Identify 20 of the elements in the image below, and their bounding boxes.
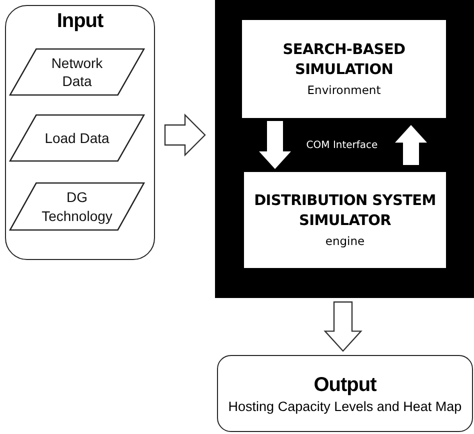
block-arrow	[164, 114, 206, 156]
process-subtitle: engine	[325, 234, 365, 248]
input-label: Network Data	[50, 54, 104, 90]
interface-label: COM Interface	[305, 140, 379, 151]
output-heading: Output	[314, 374, 376, 396]
input-group-box	[5, 5, 155, 260]
block-arrow	[324, 301, 362, 352]
output-text: Hosting Capacity Levels and Heat Map	[228, 398, 462, 414]
process-title: DISTRIBUTION SYSTEM SIMULATOR	[253, 192, 437, 231]
process-box	[242, 20, 446, 118]
process-panel	[215, 0, 474, 298]
process-subtitle: Environment	[307, 82, 381, 97]
process-box	[244, 172, 446, 268]
output-box	[217, 355, 473, 432]
input-label: Load Data	[44, 128, 110, 148]
group-heading: Input	[56, 10, 104, 33]
input-label: DG Technology	[40, 188, 114, 225]
process-title: SEARCH-BASED SIMULATION	[282, 41, 406, 80]
block-arrow	[395, 125, 427, 165]
block-arrow	[259, 121, 291, 169]
